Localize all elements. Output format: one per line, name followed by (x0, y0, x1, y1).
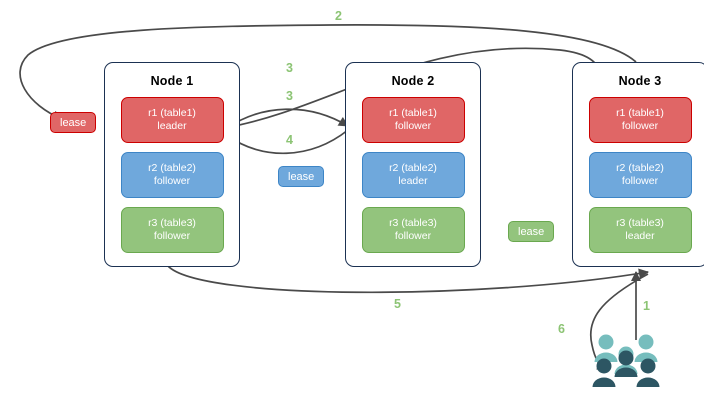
node-3-replica-r1-name: r1 (table1) (616, 107, 664, 119)
node-1-replica-r1-role: leader (157, 120, 187, 132)
node-1-replica-r1-name: r1 (table1) (148, 107, 196, 119)
node-2-replica-r2-role: leader (398, 175, 428, 187)
step-label-6: 6 (558, 322, 565, 336)
node-2-replica-r3-name: r3 (table3) (389, 217, 437, 229)
node-1-title: Node 1 (150, 74, 194, 88)
node-2-replica-r1-role: follower (394, 120, 432, 132)
step-label-3-lower: 3 (286, 89, 293, 103)
step-label-3-upper: 3 (286, 61, 293, 75)
node-3-replica-r3-name: r3 (table3) (616, 217, 664, 229)
lease-badge-blue[interactable]: lease (278, 166, 325, 187)
node-1-replica-r2-role: follower (153, 175, 191, 187)
node-3-replica-r1[interactable]: r1 (table1) follower (588, 97, 692, 143)
node-1-replica-r2-name: r2 (table2) (148, 162, 196, 174)
node-1-replica-r3-name: r3 (table3) (148, 217, 196, 229)
node-2-title: Node 2 (391, 74, 435, 88)
node-3-replica-r3-role: leader (625, 230, 655, 242)
lease-badge-red-label: lease (60, 116, 87, 129)
node-1-replica-r3-role: follower (153, 230, 191, 242)
node-3-replica-r2-role: follower (621, 175, 659, 187)
node-2-replica-r1-name: r1 (table1) (389, 107, 437, 119)
step-label-1: 1 (643, 299, 650, 313)
node-2-replica-r3-role: follower (394, 230, 432, 242)
node-3-replica-r3[interactable]: r3 (table3) leader (588, 207, 692, 253)
node-3[interactable]: Node 3 r1 (table1) follower r2 (table2) … (572, 62, 704, 267)
lease-badge-blue-label: lease (288, 170, 315, 183)
edge-5-path (167, 265, 650, 294)
node-1-replica-r2[interactable]: r2 (table2) follower (120, 152, 224, 198)
lease-badge-green-label: lease (518, 225, 545, 238)
node-3-title: Node 3 (618, 74, 662, 88)
step-label-5: 5 (394, 297, 401, 311)
users-group-icon (592, 334, 660, 387)
node-2-replica-r3[interactable]: r3 (table3) follower (361, 207, 465, 253)
node-1-replica-r1[interactable]: r1 (table1) leader (120, 97, 224, 143)
node-2[interactable]: Node 2 r1 (table1) follower r2 (table2) … (345, 62, 481, 267)
node-3-replica-r2-name: r2 (table2) (616, 162, 664, 174)
lease-badge-red[interactable]: lease (50, 112, 97, 133)
node-1[interactable]: Node 1 r1 (table1) leader r2 (table2) fo… (104, 62, 240, 267)
node-2-replica-r1[interactable]: r1 (table1) follower (361, 97, 465, 143)
node-2-replica-r2[interactable]: r2 (table2) leader (361, 152, 465, 198)
step-label-2: 2 (335, 9, 342, 23)
node-3-replica-r2[interactable]: r2 (table2) follower (588, 152, 692, 198)
node-3-replica-r1-role: follower (621, 120, 659, 132)
lease-badge-green[interactable]: lease (508, 221, 555, 242)
node-2-replica-r2-name: r2 (table2) (389, 162, 437, 174)
edge-2-path (19, 24, 637, 121)
node-1-replica-r3[interactable]: r3 (table3) follower (120, 207, 224, 253)
step-label-4: 4 (286, 133, 293, 147)
